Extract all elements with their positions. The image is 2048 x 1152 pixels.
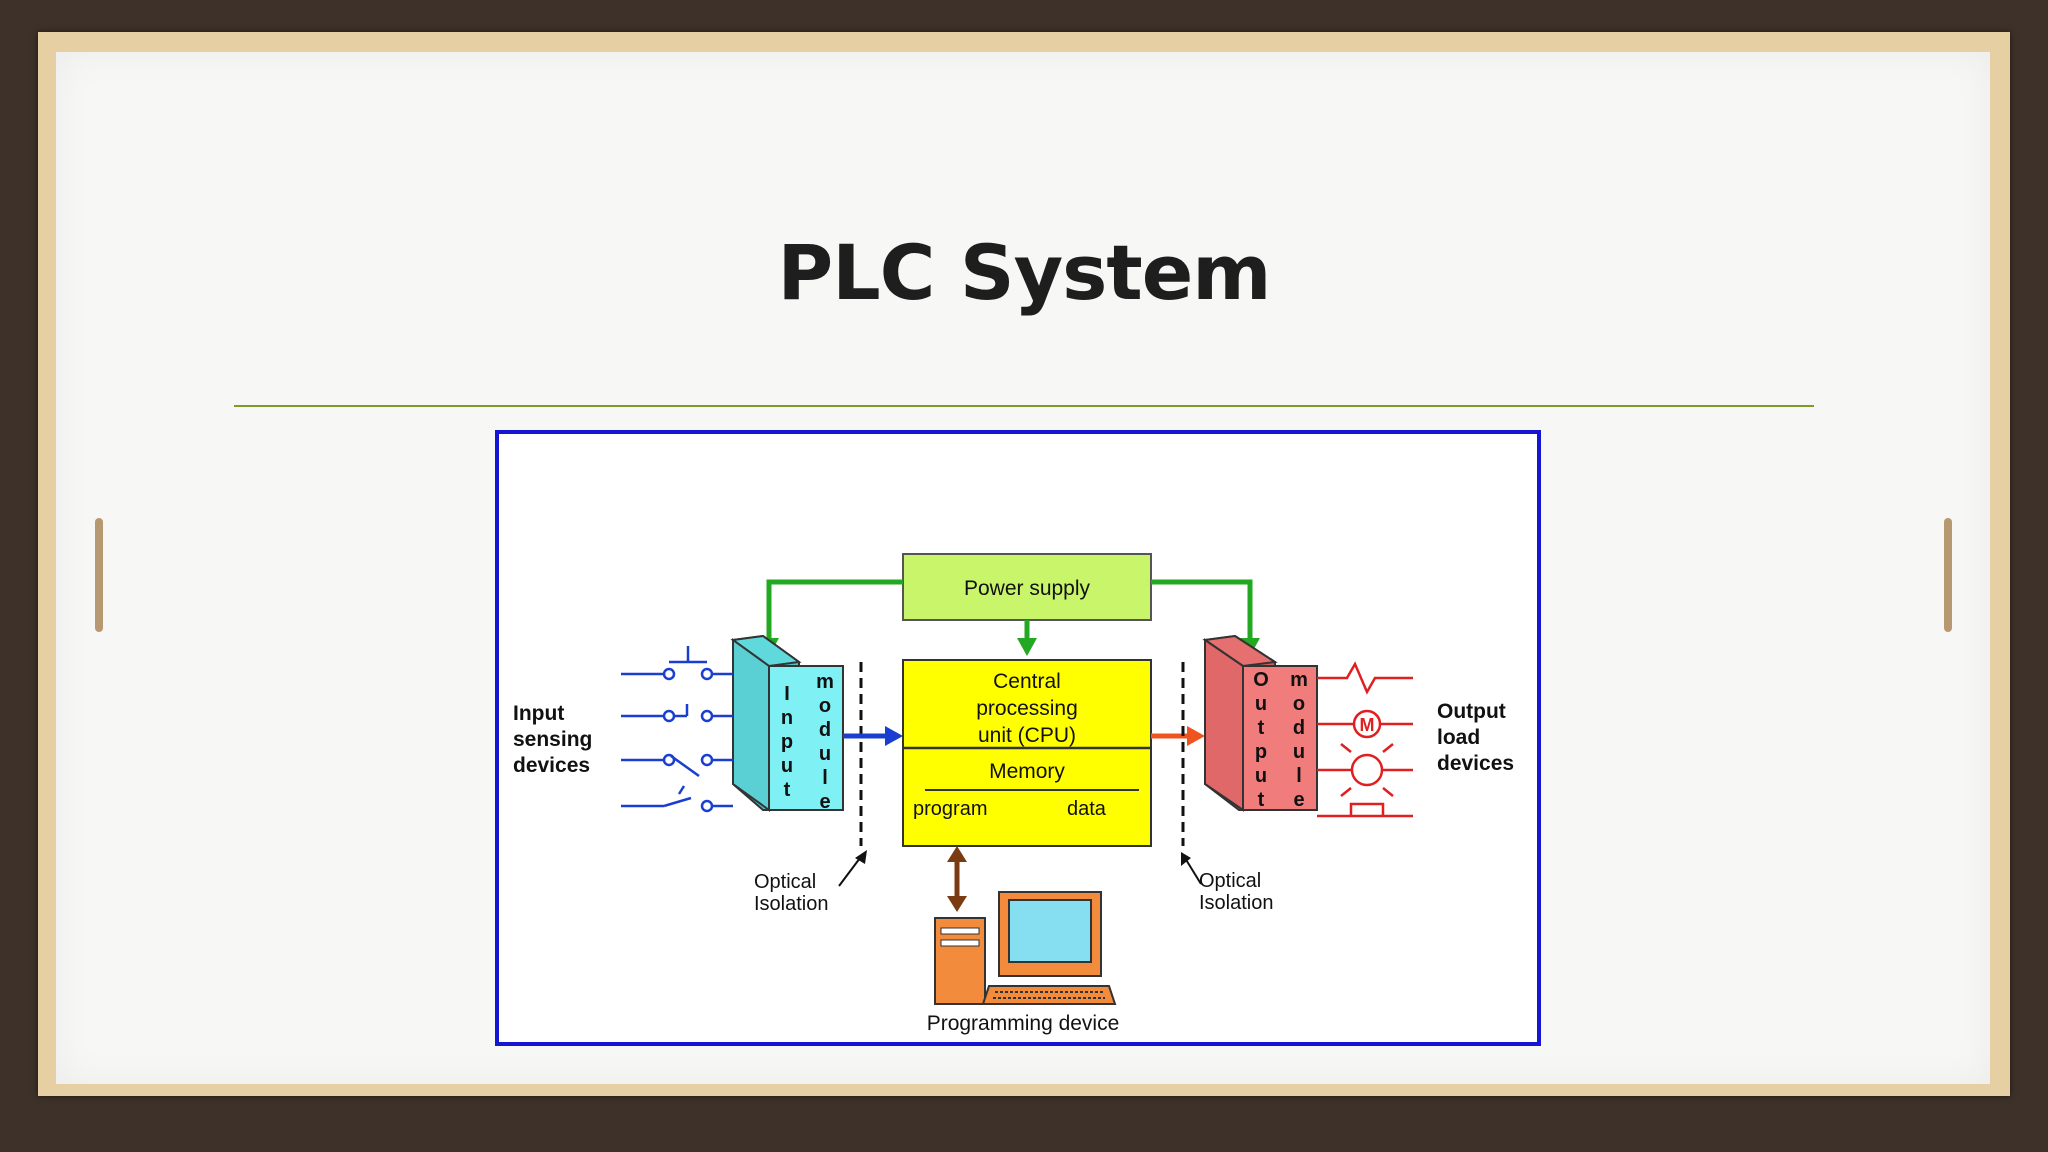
svg-text:m: m <box>1290 669 1308 691</box>
svg-text:u: u <box>1255 765 1267 787</box>
svg-text:o: o <box>819 695 831 717</box>
output-module <box>1202 634 1318 812</box>
motor-symbol-label: M <box>1360 715 1375 735</box>
svg-text:d: d <box>1293 717 1305 739</box>
plc-diagram: Power supply I n p u t m o d <box>495 430 1541 1046</box>
svg-text:p: p <box>781 731 793 753</box>
cpu-label: Central processing unit (CPU) <box>976 670 1078 747</box>
svg-text:m: m <box>816 671 834 693</box>
svg-text:e: e <box>1293 789 1304 811</box>
svg-text:processing: processing <box>976 697 1078 720</box>
svg-text:t: t <box>1258 717 1265 739</box>
computer-keyboard <box>981 985 1117 1005</box>
svg-text:I: I <box>784 683 790 705</box>
input-module <box>730 634 844 812</box>
title-divider <box>234 405 1814 407</box>
programming-device-computer <box>934 891 1117 1005</box>
slide-title: PLC System <box>777 228 1272 317</box>
svg-text:d: d <box>819 719 831 741</box>
optical-isolation-left-label: Optical Isolation <box>754 871 829 915</box>
memory-program-label: program <box>913 798 987 820</box>
left-resize-handle[interactable] <box>95 518 103 632</box>
svg-text:e: e <box>819 791 830 813</box>
svg-text:u: u <box>781 755 793 777</box>
svg-text:l: l <box>1296 765 1302 787</box>
power-supply-label: Power supply <box>964 577 1091 600</box>
svg-text:Isolation: Isolation <box>754 893 829 915</box>
svg-text:o: o <box>1293 693 1305 715</box>
input-devices-label: Input sensing devices <box>513 702 592 777</box>
output-devices-label: Output load devices <box>1437 700 1514 775</box>
plc-diagram-svg: Power supply I n p u t m o d <box>513 553 1514 1035</box>
svg-text:t: t <box>1258 789 1265 811</box>
svg-text:t: t <box>784 779 791 801</box>
svg-text:Input: Input <box>513 702 564 725</box>
svg-text:sensing: sensing <box>513 728 592 751</box>
input-switch-symbols <box>621 646 733 813</box>
svg-text:p: p <box>1255 741 1267 763</box>
svg-text:devices: devices <box>1437 752 1514 775</box>
svg-text:devices: devices <box>513 754 590 777</box>
svg-text:l: l <box>822 767 828 789</box>
output-module-text: O u t p u t m o d u l e <box>1253 669 1308 811</box>
cpu-box <box>902 659 1152 847</box>
svg-text:Optical: Optical <box>1199 870 1261 892</box>
svg-text:unit (CPU): unit (CPU) <box>978 724 1076 747</box>
memory-label: Memory <box>989 760 1065 783</box>
power-arrowheads <box>759 638 1260 656</box>
svg-text:Optical: Optical <box>754 871 816 893</box>
svg-text:u: u <box>1255 693 1267 715</box>
svg-text:u: u <box>1293 741 1305 763</box>
svg-text:load: load <box>1437 726 1480 749</box>
svg-text:Isolation: Isolation <box>1199 892 1274 914</box>
memory-data-label: data <box>1067 798 1107 820</box>
svg-text:Central: Central <box>993 670 1061 693</box>
svg-text:Output: Output <box>1437 700 1506 723</box>
output-load-symbols <box>1317 661 1413 818</box>
optical-isolation-right-pointer <box>1184 857 1202 885</box>
programming-device-label: Programming device <box>927 1012 1120 1035</box>
svg-text:u: u <box>819 743 831 765</box>
svg-text:O: O <box>1253 669 1269 691</box>
optical-isolation-right-label: Optical Isolation <box>1199 870 1274 914</box>
computer-screen <box>1008 899 1092 963</box>
input-module-text: I n p u t m o d u l e <box>781 671 834 813</box>
right-resize-handle[interactable] <box>1944 518 1952 632</box>
svg-text:n: n <box>781 707 793 729</box>
